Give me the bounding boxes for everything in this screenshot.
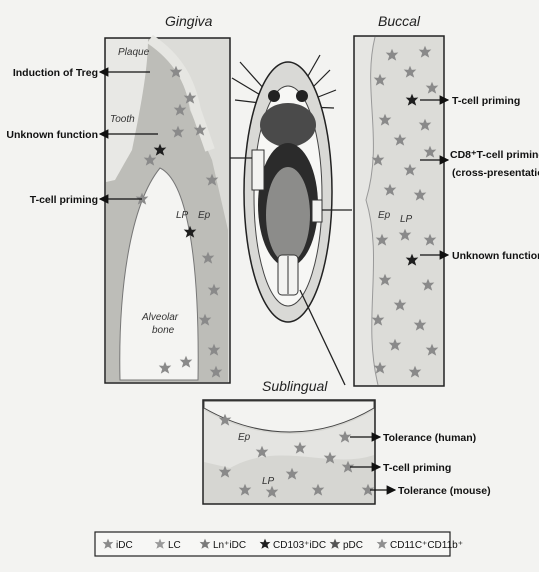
sublingual-panel: Sublingual Ep LP xyxy=(203,378,375,504)
buccal-lp-label: LP xyxy=(400,214,413,225)
gingiva-lp-label: LP xyxy=(176,210,189,221)
annotation-tolerance-human: Tolerance (human) xyxy=(383,432,476,444)
gingiva-window xyxy=(252,150,264,190)
annotation-cross-presentation: (cross-presentation?) xyxy=(452,167,539,179)
tongue xyxy=(266,167,310,263)
legend-label-1: LC xyxy=(168,540,181,551)
annotation-tcell-sublingual: T-cell priming xyxy=(383,462,451,474)
buccal-ep-label: Ep xyxy=(378,210,391,221)
annotation-induction-treg: Induction of Treg xyxy=(13,67,98,79)
gingiva-ep-label: Ep xyxy=(198,210,211,221)
incisor-left xyxy=(268,90,280,102)
legend-label-2: Ln⁺iDC xyxy=(213,540,246,551)
annotation-unknown-buccal: Unknown function xyxy=(452,250,539,262)
incisor-right xyxy=(296,90,308,102)
sublingual-lp-label: LP xyxy=(262,476,275,487)
annotation-tolerance-mouse: Tolerance (mouse) xyxy=(398,485,491,497)
mouth-illustration xyxy=(232,55,336,322)
bone-label-line1: Alveolar xyxy=(141,312,179,323)
buccal-panel: Buccal Ep LP xyxy=(354,13,444,386)
annotation-tcell-gingiva: T-cell priming xyxy=(30,194,98,206)
annotation-unknown-gingiva: Unknown function xyxy=(6,129,98,141)
legend-label-0: iDC xyxy=(116,540,133,551)
sublingual-title: Sublingual xyxy=(262,378,328,394)
gingiva-panel: Gingiva Plaque Tooth LP Ep Alveolar bone xyxy=(105,13,230,383)
legend-label-3: CD103⁺iDC xyxy=(273,540,326,551)
legend-label-4: pDC xyxy=(343,540,363,551)
legend-label-5: CD11C⁺CD11b⁺ xyxy=(390,540,463,551)
plaque-label: Plaque xyxy=(118,47,150,58)
legend: iDC LC Ln⁺iDC CD103⁺iDC pDC CD11C⁺CD11b⁺ xyxy=(95,532,463,556)
sublingual-ep-label: Ep xyxy=(238,432,251,443)
buccal-window xyxy=(312,200,322,222)
annotation-tcell-buccal: T-cell priming xyxy=(452,95,520,107)
bone-label-line2: bone xyxy=(152,325,175,336)
tooth-label: Tooth xyxy=(110,114,135,125)
palate xyxy=(260,103,316,147)
gingiva-title: Gingiva xyxy=(165,13,213,29)
annotation-cd8-buccal: CD8⁺T-cell priming xyxy=(450,149,539,161)
buccal-title: Buccal xyxy=(378,13,421,29)
